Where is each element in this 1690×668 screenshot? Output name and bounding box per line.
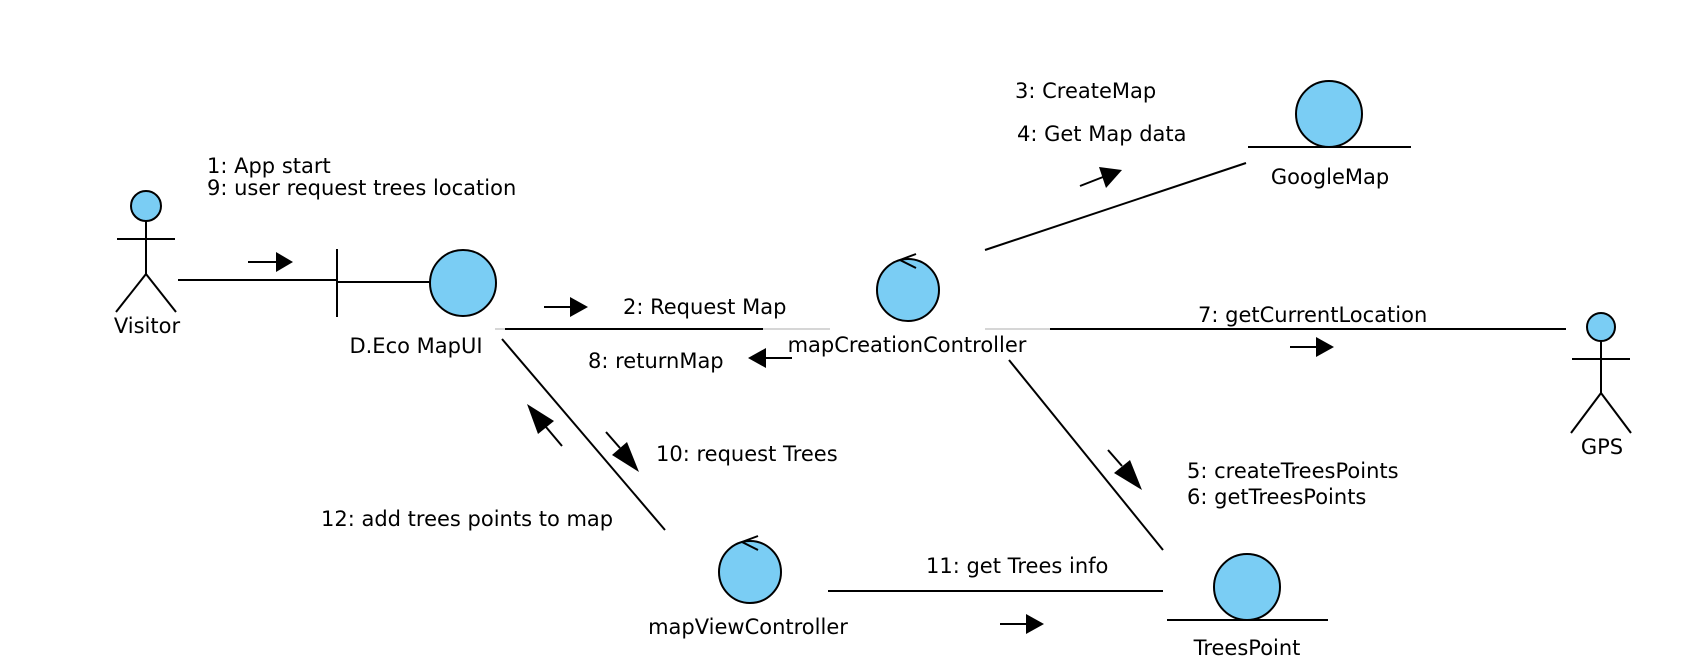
message-label-7: 7: getCurrentLocation <box>1198 303 1427 327</box>
message-label-5: 5: createTreesPoints <box>1187 459 1399 483</box>
control-map-view-controller-label: mapViewController <box>648 615 848 639</box>
link-mapui-mapviewcontroller <box>501 338 666 531</box>
actor-gps[interactable]: GPS <box>1570 312 1632 459</box>
control-map-view-controller[interactable]: mapViewController <box>648 535 848 639</box>
message-label-2: 2: Request Map <box>623 295 786 319</box>
boundary-map-ui-label: D.Eco MapUI <box>349 334 482 358</box>
boundary-map-ui[interactable]: D.Eco MapUI <box>336 249 497 358</box>
message-label-4: 4: Get Map data <box>1017 122 1187 146</box>
control-map-creation-controller[interactable]: mapCreationController <box>788 253 1027 357</box>
arrow-msg-10 <box>605 431 639 472</box>
message-label-11: 11: get Trees info <box>926 554 1108 578</box>
message-label-3: 3: CreateMap <box>1015 79 1156 103</box>
message-label-12: 12: add trees points to map <box>321 507 613 531</box>
arrow-msg-3-4 <box>1079 167 1122 188</box>
message-label-8: 8: returnMap <box>588 349 724 373</box>
link-mapcreationcontroller-treespoint <box>1008 359 1164 551</box>
arrow-msg-7 <box>1290 337 1334 357</box>
arrow-msg-2 <box>544 297 588 317</box>
entity-google-map[interactable]: GoogleMap <box>1248 80 1411 189</box>
entity-trees-point-label: TreesPoint <box>1193 636 1301 660</box>
arrow-msg-12 <box>527 404 563 447</box>
actor-gps-label: GPS <box>1581 435 1623 459</box>
message-label-6: 6: getTreesPoints <box>1187 485 1366 509</box>
message-label-9: 9: user request trees location <box>207 176 516 200</box>
arrow-msg-1-9 <box>248 252 293 272</box>
actor-visitor-label: Visitor <box>114 314 181 338</box>
entity-trees-point[interactable]: TreesPoint <box>1167 553 1328 660</box>
arrow-msg-8 <box>748 348 792 368</box>
arrow-msg-11 <box>1000 614 1044 634</box>
actor-visitor[interactable]: Visitor <box>114 190 181 338</box>
message-label-10: 10: request Trees <box>656 442 838 466</box>
arrow-msg-5-6 <box>1107 449 1142 490</box>
control-map-creation-controller-label: mapCreationController <box>788 333 1027 357</box>
link-mapcreationcontroller-googlemap <box>984 162 1247 251</box>
entity-google-map-label: GoogleMap <box>1271 165 1389 189</box>
message-label-1: 1: App start <box>207 154 331 178</box>
